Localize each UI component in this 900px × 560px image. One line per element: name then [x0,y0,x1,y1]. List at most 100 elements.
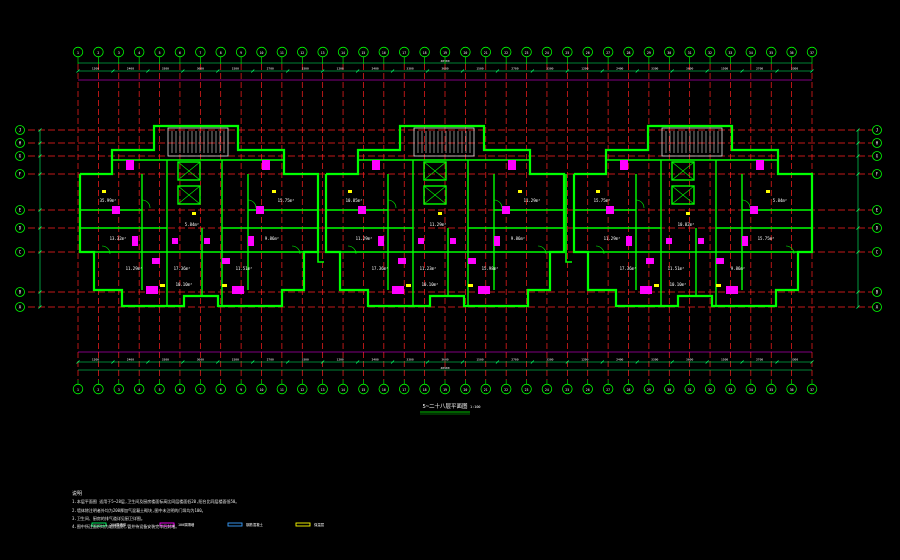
legend-label: 钢筋混凝土 [246,522,264,527]
grid-bubble-top-label: 35 [769,51,773,55]
row-bubble-left-label: J [19,128,21,133]
legend-swatch [159,522,175,527]
dim-top-label: 2700 [511,67,518,71]
room-area-label: 10.82m² [678,222,695,227]
grid-bubble-top [480,46,491,58]
grid-bubble-top [113,46,124,58]
dim-top-label: 3300 [162,67,169,71]
note-line-1: 1.本层平面图 适用于5~28层,卫生间及厨房楼面标高比同层楼面低20,阳台比同… [72,499,240,505]
dim-bottom-label: 1500 [232,358,239,362]
dim-top-label: 3300 [791,67,798,71]
fixture-block [620,160,628,170]
grid-bubble-top-label: 20 [463,51,467,55]
fixture-block [626,236,632,246]
fixture-block [256,206,264,214]
fixture-block [640,286,652,294]
grid-bubble-bottom-label: 27 [606,388,610,392]
dim-bottom-tick [320,360,325,364]
fixture-block [248,236,254,246]
grid-bubble-top-label: 3 [118,51,120,55]
elevator-shaft [671,161,695,181]
door-swing [595,245,605,255]
dim-top-label: 1500 [721,67,728,71]
outer-wall [572,124,814,308]
row-bubble-right [872,247,882,257]
room-area-label: 5.84m² [773,198,787,203]
dim-vertical-tick [856,172,860,176]
grid-bubble-bottom [72,383,84,395]
grid-bubble-bottom-label: 23 [525,388,529,392]
grid-bubble-top [684,46,695,58]
dim-vertical-tick [38,250,42,254]
grid-bubble-top-label: 26 [586,51,590,55]
grid-bubble-bottom [480,383,491,395]
dim-top-tick [565,69,570,73]
grid-bubble-top-label: 13 [321,51,325,55]
grid-bubble-top [460,46,471,58]
grid-bubble-top-label: 9 [240,51,242,55]
grid-bubble-top [378,46,390,58]
dim-vertical-tick [38,226,42,230]
legend-label: 200厚墙体 [110,522,127,527]
fixture-block [494,236,500,246]
grid-bubble-bottom [297,383,308,395]
dim-vertical-tick [38,172,42,176]
dim-top-label: 3300 [406,67,413,71]
room-area-label: 10.85m² [346,198,363,203]
grid-bubble-top [235,46,247,58]
grid-bubble-bottom [215,383,226,395]
grid-bubble-top [786,46,797,58]
dim-vertical-tick [856,141,860,145]
dim-top-tick [320,69,325,73]
grid-bubble-top [195,46,206,58]
grid-bubble-bottom [460,383,471,395]
dim-bottom-tick [705,360,709,364]
row-bubble-left-label: D [19,226,22,231]
grid-bubble-top-label: 18 [423,51,427,55]
fixture-block [468,258,476,264]
elevator-shaft [423,161,447,181]
dim-top-label: 1500 [476,67,483,71]
highlight-mark [160,284,165,287]
row-bubble-left [15,169,25,179]
grid-bubble-bottom-label: 25 [565,388,569,392]
dim-vertical-tick [38,290,42,294]
dim-bottom-label: 2700 [756,358,763,362]
grid-bubble-top-label: 17 [402,51,406,55]
elevator-cross [177,161,201,181]
dim-vertical-tick [38,305,42,309]
grid-bubble-bottom [562,383,573,395]
grid-bubble-bottom [500,383,512,395]
row-bubble-right-label: D [876,226,879,231]
dim-bottom-label: 1500 [476,358,483,362]
grid-bubble-bottom-label: 4 [138,388,140,392]
grid-bubble-bottom-label: 37 [810,388,814,392]
fixture-block [358,206,366,214]
grid-bubble-bottom [154,383,165,395]
grid-bubble-bottom-label: 11 [280,388,284,392]
row-bubble-left [15,223,25,233]
grid-bubble-bottom-label: 36 [790,388,794,392]
dim-bottom-tick [425,360,430,364]
dim-top-label: 1200 [337,67,344,71]
room-area-label: 10.10m² [670,282,687,287]
dim-top-tick [495,69,500,73]
legend-swatch [91,522,107,527]
dim-top-tick [740,69,744,73]
dim-top-label: 3300 [651,67,658,71]
grid-bubble-top [623,46,634,58]
grid-bubble-top-label: 4 [138,51,140,55]
room-area-label: 11.29m² [126,266,143,271]
grid-bubble-bottom [174,383,186,395]
grid-bubble-bottom-label: 1 [77,388,79,392]
grid-bubble-top [337,46,349,58]
dim-bottom-label: 1200 [92,358,99,362]
grid-bubble-bottom-label: 8 [220,388,222,392]
dim-top-tick [460,69,465,73]
fixture-block [232,286,244,294]
outer-wall [78,124,320,308]
